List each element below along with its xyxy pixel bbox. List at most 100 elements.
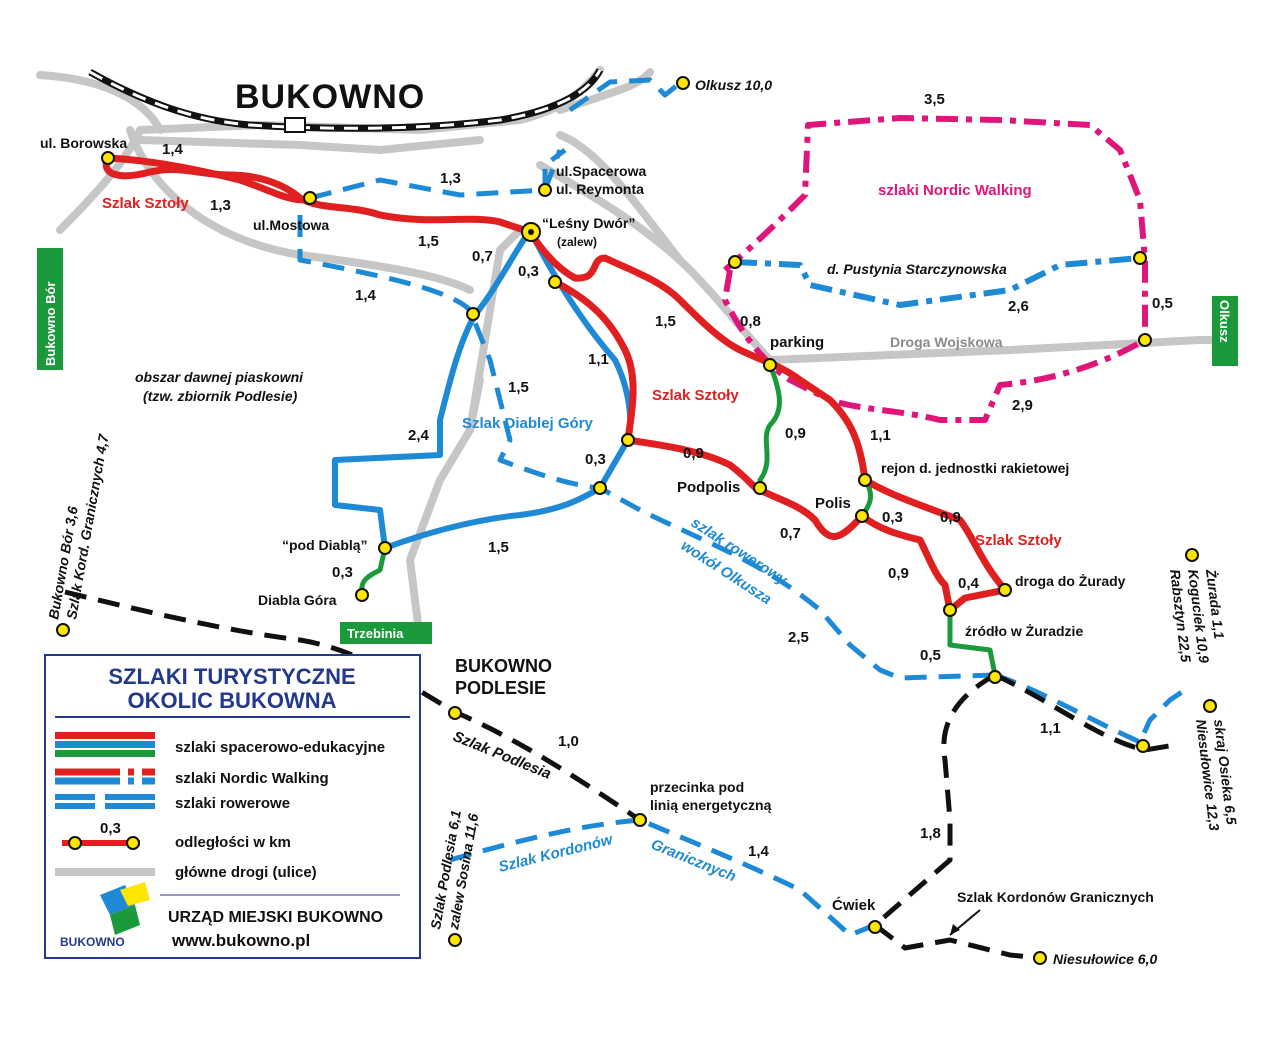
point-borowska [101, 151, 115, 165]
label-zalew: (zalew) [557, 235, 597, 249]
legend-item-distance: odległości w km [175, 834, 291, 851]
distance-label: 1,5 [655, 313, 676, 330]
point-parking [763, 358, 777, 372]
label-niesulowice: Niesułowice 6,0 [1053, 951, 1157, 967]
label-rejon: rejon d. jednostki rakietowej [881, 460, 1069, 476]
distance-label: 0,9 [888, 565, 909, 582]
label-borowska: ul. Borowska [40, 135, 127, 151]
label-pod-diabla: “pod Diablą” [282, 537, 368, 553]
distance-label: 1,5 [488, 539, 509, 556]
point-red-junction [621, 433, 635, 447]
point-zurada-junction [988, 670, 1002, 684]
distance-label: 0,7 [780, 525, 801, 542]
station-icon [284, 117, 306, 133]
point-blue-junction [466, 307, 480, 321]
label-diabla-gora: Diabla Góra [258, 592, 337, 608]
point-podlesie [448, 706, 462, 720]
label-spacerowa: ul.Spacerowa [556, 163, 646, 179]
distance-label: 1,4 [162, 141, 184, 158]
distance-label: 0,3 [332, 564, 353, 581]
distance-label: 0,9 [683, 445, 704, 462]
legend-item-nordic: szlaki Nordic Walking [175, 770, 329, 787]
point-nw-road [1138, 333, 1152, 347]
legend-item-roads: główne drogi (ulice) [175, 864, 317, 881]
district-subtitle: PODLESIE [455, 678, 546, 698]
label-podlesia: Szlak Podlesia [451, 728, 554, 783]
bukowno-logo: BUKOWNO [60, 882, 150, 949]
distance-label: 0,3 [518, 263, 539, 280]
sign-right: Olkusz [1212, 296, 1238, 366]
label-reymonta: ul. Reymonta [556, 181, 644, 197]
district-title: BUKOWNO [455, 656, 552, 676]
legend-title-1: SZLAKI TURYSTYCZNE [108, 664, 355, 689]
point-nw-east [1133, 251, 1147, 265]
point-podpolis [753, 481, 767, 495]
label-lesny-dwor: “Leśny Dwór” [542, 215, 635, 231]
legend-office: URZĄD MIEJSKI BUKOWNO [168, 909, 383, 926]
point-03 [548, 275, 562, 289]
label-szlak-kordonow-gr: Szlak Kordonów Granicznych [957, 889, 1154, 905]
distance-label: 0,5 [1152, 295, 1173, 312]
sign-left: Bukowno Bór [37, 248, 63, 370]
distance-label: 0,3 [585, 451, 606, 468]
svg-text:Bukowno Bór: Bukowno Bór [43, 282, 58, 367]
legend-item-bike: szlaki rowerowe [175, 795, 290, 812]
point-polis [855, 509, 869, 523]
label-mostowa: ul.Mostowa [253, 217, 329, 233]
distance-label: 1,4 [748, 843, 770, 860]
point-droga-zurady [998, 583, 1012, 597]
point-olkusz-top [676, 76, 690, 90]
legend-item-walking: szlaki spacerowo-edukacyjne [175, 739, 385, 756]
label-diablej: Szlak Diablej Góry [462, 415, 594, 432]
label-sztoly-3: Szlak Sztoły [975, 532, 1062, 549]
legend: SZLAKI TURYSTYCZNE OKOLIC BUKOWNA szlaki… [44, 654, 421, 959]
distance-label: 1,0 [558, 733, 579, 750]
trail-points [56, 76, 1217, 965]
label-sztoly-2: Szlak Sztoły [652, 387, 739, 404]
distance-label: 2,5 [788, 629, 809, 646]
distance-label: 0,9 [940, 509, 961, 526]
distance-label: 0,9 [785, 425, 806, 442]
distance-label: 0,3 [882, 509, 903, 526]
railway [88, 68, 604, 133]
point-reymonta [538, 183, 552, 197]
svg-text:BUKOWNO: BUKOWNO [60, 935, 125, 949]
label-droga-wojskowa: Droga Wojskowa [890, 334, 1003, 350]
label-cwiek: Ćwiek [832, 896, 876, 914]
point-rejon [858, 473, 872, 487]
distance-label: 1,3 [440, 170, 461, 187]
point-niesulowice [1033, 951, 1047, 965]
point-bukowno-bor-dir [56, 623, 70, 637]
distance-label: 2,6 [1008, 298, 1029, 315]
label-zrodlo: źródło w Żuradzie [965, 623, 1083, 639]
label-kordonow-1: Szlak Kordonów [497, 831, 616, 876]
label-przecinka-1: przecinka pod [650, 779, 744, 795]
point-podlesia-dir [448, 933, 462, 947]
point-blue-south [593, 481, 607, 495]
distance-label: 1,8 [920, 825, 941, 842]
sign-bottom: Trzebinia [340, 622, 432, 644]
point-zrodlo [943, 603, 957, 617]
nordic-walking-trails [722, 115, 1148, 423]
distance-label: 0,5 [920, 647, 941, 664]
legend-sample-distance: 0,3 [100, 820, 121, 837]
point-pod-diabla [378, 541, 392, 555]
point-mostowa [303, 191, 317, 205]
label-sztoly-1: Szlak Sztoły [102, 195, 189, 212]
distance-labels: 1,4 1,3 1,3 1,5 0,7 0,3 1,4 3,5 2,6 0,5 … [162, 91, 1173, 860]
distance-label: 1,1 [1040, 720, 1061, 737]
distance-label: 2,4 [408, 427, 430, 444]
label-przecinka-2: linią energetyczną [650, 797, 772, 813]
label-podpolis: Podpolis [677, 479, 740, 496]
distance-label: 1,3 [210, 197, 231, 214]
label-droga-zurady: droga do Żurady [1015, 573, 1126, 589]
label-polis: Polis [815, 495, 851, 512]
point-zurada-dir [1185, 548, 1199, 562]
point-cwiek [868, 920, 882, 934]
label-olkusz-top: Olkusz 10,0 [695, 77, 772, 93]
distance-label: 2,9 [1012, 397, 1033, 414]
distance-label: 1,4 [355, 287, 377, 304]
distance-label: 0,7 [472, 248, 493, 265]
distance-label: 0,8 [740, 313, 761, 330]
distance-label: 1,1 [588, 351, 609, 368]
